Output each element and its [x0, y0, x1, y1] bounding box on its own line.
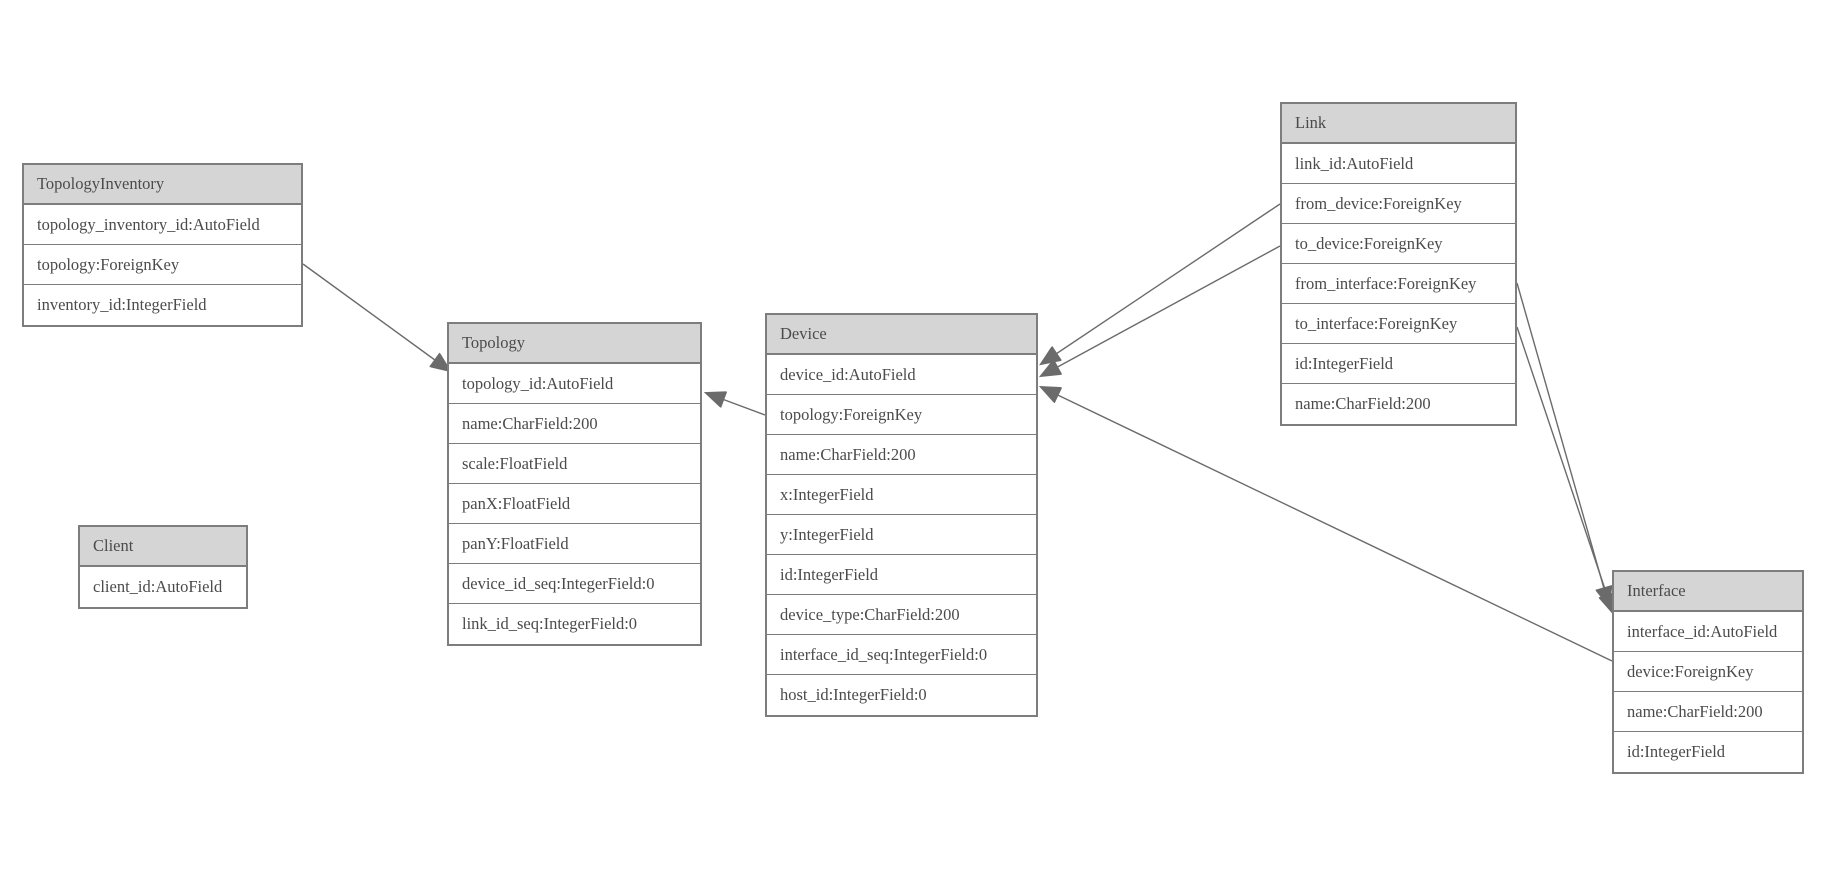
- entity-field-row: id:IntegerField: [1614, 732, 1802, 772]
- entity-field-row: name:CharField:200: [1282, 384, 1515, 424]
- entity-field-row: from_interface:ForeignKey: [1282, 264, 1515, 304]
- entity-field-row: link_id:AutoField: [1282, 144, 1515, 184]
- entity-title-interface: Interface: [1614, 572, 1802, 612]
- entity-field-row: client_id:AutoField: [80, 567, 246, 607]
- entity-field-row: name:CharField:200: [449, 404, 700, 444]
- edge-interface-device: [1041, 387, 1613, 662]
- entity-title-device: Device: [767, 315, 1036, 355]
- entity-field-row: topology:ForeignKey: [767, 395, 1036, 435]
- entity-field-row: interface_id:AutoField: [1614, 612, 1802, 652]
- entity-field-row: to_interface:ForeignKey: [1282, 304, 1515, 344]
- entity-field-row: device:ForeignKey: [1614, 652, 1802, 692]
- entity-title-topologyinventory: TopologyInventory: [24, 165, 301, 205]
- entity-field-row: panY:FloatField: [449, 524, 700, 564]
- entity-field-row: device_id:AutoField: [767, 355, 1036, 395]
- edge-link-from-interface-interface: [1516, 282, 1609, 606]
- edge-device-topology: [706, 393, 766, 416]
- edge-link-to-device-device: [1041, 245, 1281, 376]
- entity-field-row: name:CharField:200: [1614, 692, 1802, 732]
- edge-link-from-device-device: [1041, 203, 1281, 364]
- entity-field-row: device_type:CharField:200: [767, 595, 1036, 635]
- entity-field-row: scale:FloatField: [449, 444, 700, 484]
- entity-field-row: x:IntegerField: [767, 475, 1036, 515]
- entity-title-topology: Topology: [449, 324, 700, 364]
- entity-field-row: panX:FloatField: [449, 484, 700, 524]
- entity-title-link: Link: [1282, 104, 1515, 144]
- entity-field-row: name:CharField:200: [767, 435, 1036, 475]
- entity-field-row: y:IntegerField: [767, 515, 1036, 555]
- entity-field-row: device_id_seq:IntegerField:0: [449, 564, 700, 604]
- entity-field-row: link_id_seq:IntegerField:0: [449, 604, 700, 644]
- entity-field-row: topology_inventory_id:AutoField: [24, 205, 301, 245]
- entity-field-row: topology:ForeignKey: [24, 245, 301, 285]
- entity-field-row: id:IntegerField: [767, 555, 1036, 595]
- edge-topologyinventory-topology: [302, 263, 450, 371]
- entity-field-row: id:IntegerField: [1282, 344, 1515, 384]
- edge-link-to-interface-interface: [1516, 326, 1613, 613]
- entity-title-client: Client: [80, 527, 246, 567]
- entity-field-row: host_id:IntegerField:0: [767, 675, 1036, 715]
- entity-field-row: interface_id_seq:IntegerField:0: [767, 635, 1036, 675]
- entity-field-row: from_device:ForeignKey: [1282, 184, 1515, 224]
- entity-field-row: topology_id:AutoField: [449, 364, 700, 404]
- entity-field-row: inventory_id:IntegerField: [24, 285, 301, 325]
- entity-field-row: to_device:ForeignKey: [1282, 224, 1515, 264]
